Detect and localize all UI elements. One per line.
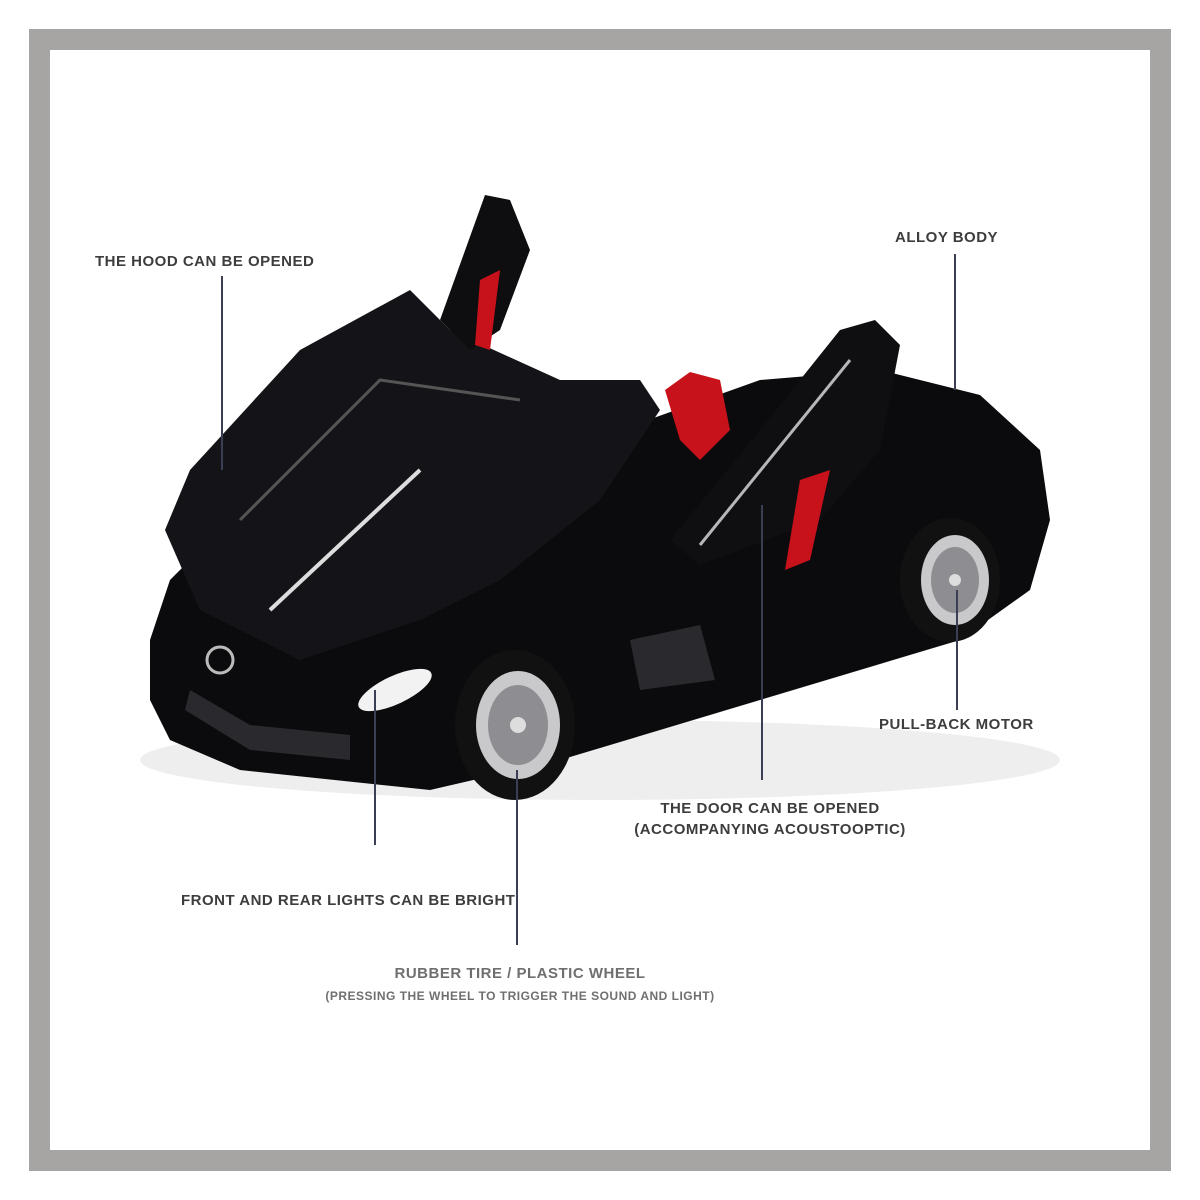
- tire-leader-line: [516, 770, 518, 945]
- headlight: [358, 668, 432, 712]
- pull-back-motor-callout: PULL-BACK MOTOR: [879, 716, 1034, 733]
- alloy-body-callout: ALLOY BODY: [895, 229, 999, 246]
- door-leader-line: [761, 505, 763, 780]
- logo-badge: [205, 645, 235, 675]
- door-callout: THE DOOR CAN BE OPENED (ACCOMPANYING ACO…: [600, 800, 940, 838]
- car-left-door: [440, 195, 530, 350]
- front-wheel: [455, 650, 575, 800]
- hood-leader-line: [221, 276, 223, 470]
- motor-leader-line: [956, 590, 958, 710]
- tire-callout-subtitle: (PRESSING THE WHEEL TO TRIGGER THE SOUND…: [325, 989, 715, 1003]
- tire-callout: RUBBER TIRE / PLASTIC WHEEL (PRESSING TH…: [280, 965, 760, 1003]
- lights-callout: FRONT AND REAR LIGHTS CAN BE BRIGHT: [181, 892, 516, 909]
- side-vent: [630, 625, 715, 690]
- alloy-leader-line: [954, 254, 956, 390]
- door-callout-subtitle: (ACCOMPANYING ACOUSTOOPTIC): [634, 821, 906, 838]
- door-callout-title: THE DOOR CAN BE OPENED: [660, 800, 880, 817]
- lights-leader-line: [374, 690, 376, 845]
- rear-wheel: [900, 518, 1000, 642]
- tire-callout-title: RUBBER TIRE / PLASTIC WHEEL: [394, 965, 646, 982]
- car-seat: [665, 372, 730, 460]
- hood-callout: THE HOOD CAN BE OPENED: [95, 253, 315, 270]
